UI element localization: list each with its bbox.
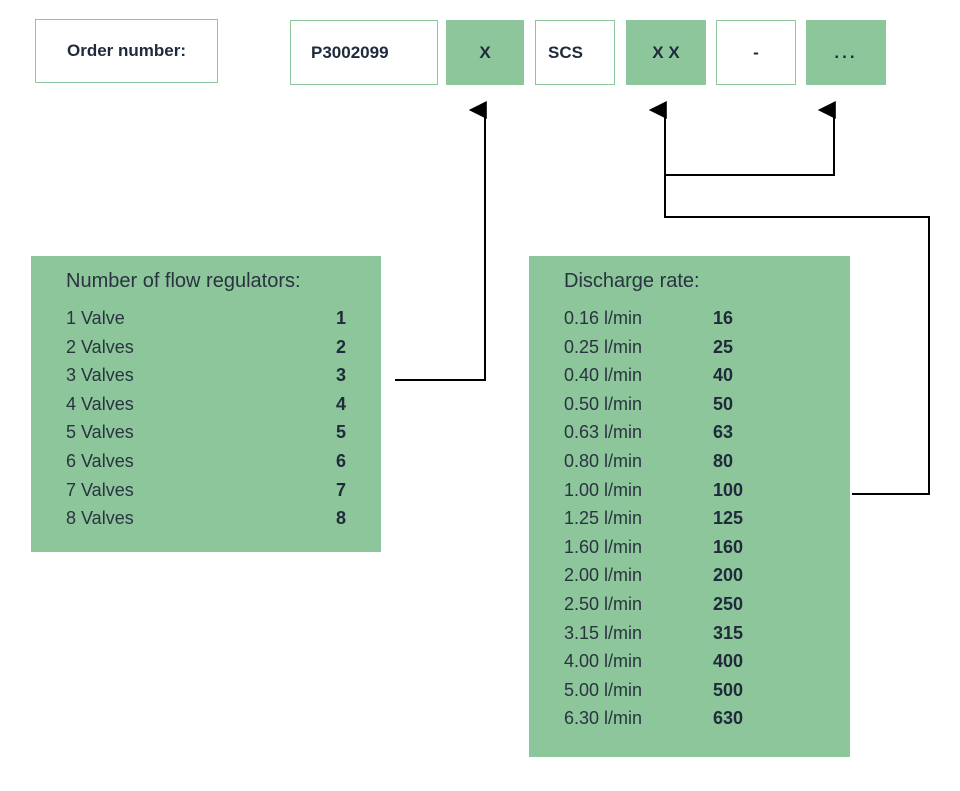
item-code: 6 bbox=[336, 451, 347, 471]
order-segment-more: ... bbox=[806, 20, 886, 85]
item-label: 1 Valve bbox=[66, 308, 125, 328]
list-item: 2.50 l/min 250 bbox=[564, 590, 844, 618]
item-code: 315 bbox=[713, 622, 744, 643]
item-label: 0.80 l/min bbox=[564, 451, 643, 471]
list-item: 3.15 l/min 315 bbox=[564, 619, 844, 647]
item-code: 1 bbox=[336, 308, 347, 328]
more-segment-connector bbox=[665, 101, 836, 176]
list-item: 0.25 l/min 25 bbox=[564, 333, 844, 361]
item-code: 16 bbox=[713, 308, 734, 328]
item-code: 80 bbox=[713, 451, 734, 471]
order-base-code-text: P3002099 bbox=[311, 42, 389, 62]
list-item: 5.00 l/min 500 bbox=[564, 676, 844, 704]
item-label: 0.63 l/min bbox=[564, 422, 643, 443]
item-code: 4 bbox=[336, 393, 347, 414]
list-item: 3 Valves 3 bbox=[66, 361, 346, 389]
flow-regulator-connector bbox=[395, 101, 487, 381]
order-segment-discharge-text: X X bbox=[652, 42, 680, 62]
item-code: 40 bbox=[713, 365, 734, 386]
item-label: 3.15 l/min bbox=[564, 622, 643, 643]
flow-regulators-panel: Number of flow regulators: 1 Valve 1 2 Val… bbox=[31, 256, 381, 552]
order-base-code: P3002099 bbox=[290, 20, 438, 85]
list-item: 1.00 l/min 100 bbox=[564, 476, 844, 504]
item-code: 160 bbox=[713, 536, 744, 557]
flow-regulators-title: Number of flow regulators: bbox=[66, 270, 301, 292]
item-code: 8 bbox=[336, 508, 347, 529]
list-item: 1 Valve 1 bbox=[66, 304, 346, 332]
list-item: 0.80 l/min 80 bbox=[564, 447, 844, 475]
item-code: 7 bbox=[336, 479, 347, 500]
item-label: 0.50 l/min bbox=[564, 393, 643, 414]
item-code: 5 bbox=[336, 422, 347, 443]
order-segment-valves: X bbox=[446, 20, 524, 85]
item-code: 200 bbox=[713, 565, 744, 586]
item-label: 5.00 l/min bbox=[564, 679, 643, 700]
item-code: 2 bbox=[336, 336, 347, 357]
item-code: 500 bbox=[713, 679, 744, 700]
order-segment-scs-text: SCS bbox=[548, 42, 583, 62]
list-item: 6 Valves 6 bbox=[66, 447, 346, 475]
order-segment-scs: SCS bbox=[535, 20, 615, 85]
list-item: 5 Valves 5 bbox=[66, 418, 346, 446]
list-item: 7 Valves 7 bbox=[66, 476, 346, 504]
discharge-rate-panel: Discharge rate: 0.16 l/min 16 0.25 l/min 25… bbox=[529, 256, 850, 757]
item-code: 250 bbox=[713, 594, 744, 614]
discharge-rate-title: Discharge rate: bbox=[564, 270, 700, 292]
order-segment-dash-text: - bbox=[753, 42, 759, 62]
list-item: 2 Valves 2 bbox=[66, 333, 346, 361]
item-label: 0.40 l/min bbox=[564, 365, 643, 386]
item-label: 5 Valves bbox=[66, 422, 134, 443]
item-code: 400 bbox=[713, 651, 744, 672]
list-item: 0.63 l/min 63 bbox=[564, 418, 844, 446]
order-segment-discharge: X X bbox=[626, 20, 706, 85]
order-segment-valves-text: X bbox=[479, 42, 491, 62]
item-label: 1.60 l/min bbox=[564, 536, 643, 557]
item-label: 0.16 l/min bbox=[564, 308, 643, 328]
item-label: 7 Valves bbox=[66, 479, 134, 500]
item-code: 100 bbox=[713, 479, 744, 500]
item-label: 2.00 l/min bbox=[564, 565, 643, 586]
item-label: 1.25 l/min bbox=[564, 508, 643, 529]
item-label: 2.50 l/min bbox=[564, 594, 643, 614]
item-code: 630 bbox=[713, 708, 744, 729]
item-code: 25 bbox=[713, 336, 734, 357]
item-label: 4 Valves bbox=[66, 393, 134, 414]
item-code: 50 bbox=[713, 393, 734, 414]
item-code: 125 bbox=[713, 508, 744, 529]
item-label: 6.30 l/min bbox=[564, 708, 643, 729]
list-item: 4.00 l/min 400 bbox=[564, 647, 844, 675]
item-label: 0.25 l/min bbox=[564, 336, 643, 357]
order-number-label-text: Order number: bbox=[66, 41, 187, 60]
item-label: 1.00 l/min bbox=[564, 479, 643, 500]
item-label: 4.00 l/min bbox=[564, 651, 643, 672]
list-item: 8 Valves 8 bbox=[66, 504, 346, 532]
list-item: 2.00 l/min 200 bbox=[564, 561, 844, 589]
item-label: 3 Valves bbox=[66, 365, 134, 386]
list-item: 0.16 l/min 16 bbox=[564, 304, 844, 332]
item-label: 8 Valves bbox=[66, 508, 134, 529]
order-segment-more-text: ... bbox=[834, 42, 858, 62]
list-item: 6.30 l/min 630 bbox=[564, 704, 844, 732]
list-item: 4 Valves 4 bbox=[66, 390, 346, 418]
discharge-rate-connector bbox=[648, 101, 930, 495]
list-item: 0.50 l/min 50 bbox=[564, 390, 844, 418]
item-code: 63 bbox=[713, 422, 734, 443]
list-item: 0.40 l/min 40 bbox=[564, 361, 844, 389]
list-item: 1.25 l/min 125 bbox=[564, 504, 844, 532]
item-label: 6 Valves bbox=[66, 451, 134, 471]
item-label: 2 Valves bbox=[66, 336, 134, 357]
list-item: 1.60 l/min 160 bbox=[564, 533, 844, 561]
order-number-label: Order number: bbox=[35, 19, 218, 83]
order-segment-dash: - bbox=[716, 20, 796, 85]
item-code: 3 bbox=[336, 365, 347, 386]
